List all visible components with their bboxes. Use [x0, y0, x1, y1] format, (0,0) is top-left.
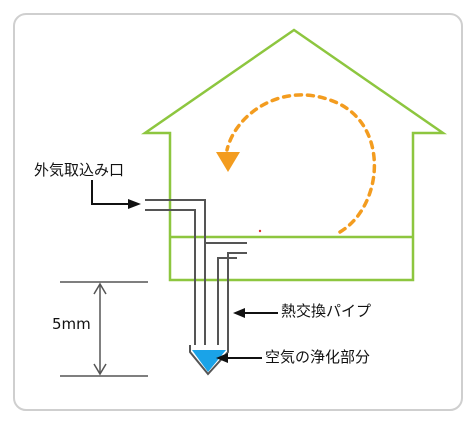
purify-pointer-arrowhead	[216, 353, 228, 363]
water-chamber	[192, 350, 226, 372]
intake-arrowhead	[128, 199, 141, 209]
purify-pointer	[216, 353, 262, 363]
intake-arrow	[91, 180, 141, 209]
marker-dot	[258, 229, 262, 233]
dimension-arrow-down	[93, 363, 107, 376]
pipe-pointer	[233, 308, 278, 318]
depth-dimension	[60, 281, 148, 377]
intake-label: 外気取込み口	[34, 161, 125, 179]
heat-exchange-pipe	[145, 199, 247, 376]
airflow-arrowhead	[216, 152, 240, 172]
pipe-return-inner2	[217, 257, 237, 345]
pipe-label: 熱交換パイプ	[281, 302, 372, 320]
depth-label: 5mm	[52, 315, 91, 333]
pipe-inner-wall	[145, 209, 196, 345]
pipe-return-inner	[227, 252, 247, 345]
intake-leader	[91, 180, 130, 205]
purify-label: 空気の浄化部分	[265, 348, 371, 366]
dimension-arrow-up	[93, 282, 107, 295]
pipe-pointer-arrowhead	[233, 308, 245, 318]
airflow-arrow	[216, 93, 377, 234]
pipe-bottom	[189, 345, 229, 376]
airflow-dashed-path	[225, 93, 377, 234]
house-outline	[140, 28, 448, 282]
pipe-outer-wall	[145, 199, 206, 345]
diagram-frame	[13, 13, 463, 411]
house	[140, 28, 448, 282]
